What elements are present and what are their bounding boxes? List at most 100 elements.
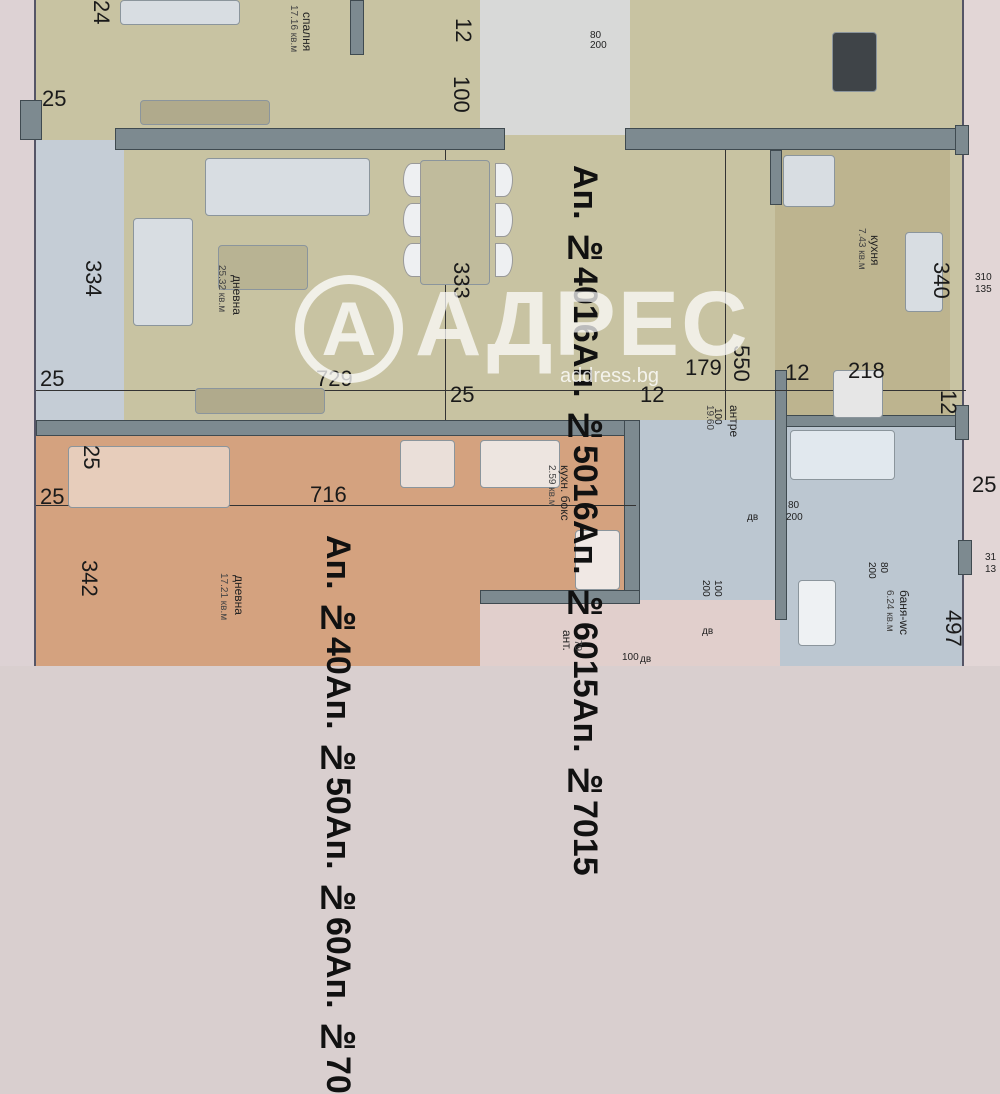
dim-179: 179 — [685, 355, 722, 380]
wall — [480, 590, 640, 604]
dim-24: 24 — [89, 0, 114, 25]
washbasin — [798, 580, 836, 646]
dim-25: 25 — [42, 86, 67, 111]
room-area-living: 17.21 кв.м — [218, 573, 229, 621]
apartment-number: Ап. №7015 — [566, 697, 604, 876]
dim-25: 25 — [972, 472, 997, 497]
chair — [403, 243, 421, 277]
wall — [770, 150, 782, 205]
dim-line — [36, 390, 966, 391]
top-bath — [480, 0, 630, 135]
door-200: 200 — [590, 40, 607, 51]
door-width: 100 — [712, 408, 723, 425]
room-area-living: 25.32 кв.м — [216, 265, 227, 313]
wall — [955, 125, 969, 155]
dim-340: 340 — [929, 262, 954, 299]
apartment-number: Ап. №40 — [319, 535, 357, 675]
room-area-bedroom: 17.16 кв.м — [288, 5, 299, 53]
room-label-closet: ант. — [560, 630, 574, 651]
room-label-living: дневна — [230, 275, 244, 315]
door-label: дв — [702, 626, 714, 637]
room-label-living: дневна — [232, 575, 246, 615]
dim-25: 25 — [79, 445, 104, 470]
dim-100: 100 — [449, 76, 474, 113]
door-100: 100 — [712, 580, 723, 597]
dim-25: 25 — [450, 382, 475, 407]
room-area-closet: 79 — [572, 640, 583, 652]
door-label: дв — [640, 654, 652, 665]
sink — [905, 232, 943, 312]
dim-550: 550 — [729, 345, 754, 382]
dim-12: 12 — [451, 18, 476, 43]
dim-line — [36, 505, 636, 506]
wall — [624, 420, 640, 600]
dim-line — [445, 150, 446, 420]
door-80: 80 — [788, 500, 800, 511]
wall — [115, 128, 505, 150]
dim-25: 25 — [40, 484, 65, 509]
office-chair — [832, 32, 877, 92]
apartment-numbers-bottom: Ап. №40 Ап. №50 Ап. №60 Ап. №70 — [318, 535, 358, 1094]
apartment-number: Ап. №6015 — [566, 520, 604, 698]
apartment-number: Ап. №70 — [319, 954, 357, 1094]
fridge — [575, 530, 620, 590]
stove — [833, 370, 883, 418]
room-area-bath: 6.24 кв.м — [884, 590, 895, 632]
door-200: 200 — [700, 580, 711, 597]
fridge — [783, 155, 835, 207]
tv-unit — [195, 388, 325, 414]
door-80: 80 — [590, 30, 602, 41]
room-label-bath: баня-wc — [897, 590, 911, 636]
dim-25: 25 — [40, 366, 65, 391]
wall — [350, 0, 364, 55]
balcony-strip — [36, 140, 124, 420]
room-label-bedroom: спалня — [300, 12, 314, 52]
tv-unit — [140, 100, 270, 125]
wall — [20, 100, 42, 140]
armchair — [133, 218, 193, 326]
apartment-number: Ап. №5016 — [566, 342, 604, 521]
door-80: 80 — [878, 562, 889, 574]
room-area-kitchen-box: 2.59 кв.м — [546, 465, 557, 507]
dim-31: 31 — [985, 552, 997, 563]
sink — [480, 440, 560, 488]
watermark-logo: A — [295, 275, 403, 383]
dim-497: 497 — [941, 610, 966, 647]
chair — [495, 203, 513, 237]
dim-12: 12 — [936, 390, 961, 415]
coffee-table — [218, 245, 308, 290]
dim-line — [725, 150, 726, 420]
wall — [958, 540, 972, 575]
chair — [495, 163, 513, 197]
dim-333: 333 — [449, 262, 474, 299]
dim-334: 334 — [81, 260, 106, 297]
sofa — [68, 446, 230, 508]
sofa — [205, 158, 370, 216]
door-200: 200 — [786, 512, 803, 523]
door-label: дв — [747, 512, 759, 523]
dim-310: 310 — [975, 272, 992, 283]
room-area-kitchen: 7.43 кв.м — [856, 228, 867, 270]
door-100: 100 — [622, 652, 639, 663]
dim-716: 716 — [310, 482, 347, 507]
dining-table — [420, 160, 490, 285]
stove — [400, 440, 455, 488]
apartment-number: Ап. №60 — [319, 814, 357, 955]
dim-12: 12 — [785, 360, 810, 385]
dim-12: 12 — [640, 382, 665, 407]
chair — [403, 163, 421, 197]
room-area-hall: 19.60 — [704, 405, 715, 431]
bed — [120, 0, 240, 25]
room-label-kitchen: кухня — [868, 235, 882, 266]
room-label-hall: антре — [727, 405, 741, 438]
apartment-number: Ап. №4016 — [566, 165, 604, 343]
chair — [403, 203, 421, 237]
room-label-kitchen-box: кухн. бокс — [558, 465, 572, 521]
watermark-site: address.bg — [560, 365, 659, 387]
wall — [625, 128, 965, 150]
apartment-number: Ап. №50 — [319, 674, 357, 815]
watermark-brand: АДРЕС — [415, 273, 750, 375]
dim-13: 13 — [985, 564, 997, 575]
wall — [775, 370, 787, 620]
logo-letter-icon: A — [321, 286, 377, 372]
